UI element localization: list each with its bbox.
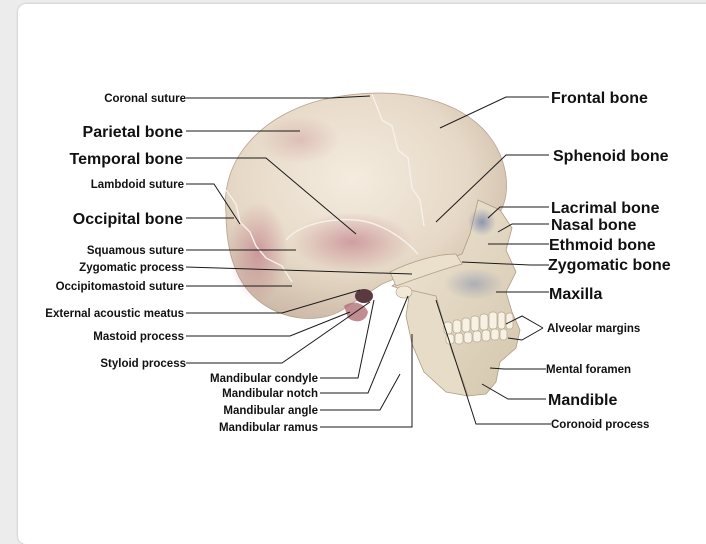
label-coronoid-process: Coronoid process bbox=[551, 419, 649, 431]
parietal-tint bbox=[260, 116, 340, 164]
label-maxilla: Maxilla bbox=[549, 286, 602, 303]
label-squamous-suture: Squamous suture bbox=[87, 245, 184, 257]
label-external-acoustic-meatus: External acoustic meatus bbox=[45, 308, 184, 320]
label-mastoid-process: Mastoid process bbox=[93, 331, 184, 343]
label-ethmoid-bone: Ethmoid bone bbox=[549, 237, 656, 254]
label-mandibular-angle: Mandibular angle bbox=[223, 405, 318, 417]
orbit-shading bbox=[468, 208, 496, 236]
label-occipital-bone: Occipital bone bbox=[73, 211, 183, 228]
occipital-tint bbox=[228, 202, 288, 302]
labels-right: Frontal bone Sphenoid bone Lacrimal bone… bbox=[546, 90, 671, 431]
label-coronal-suture: Coronal suture bbox=[104, 93, 186, 105]
label-alveolar-margins: Alveolar margins bbox=[547, 323, 640, 335]
label-parietal-bone: Parietal bone bbox=[83, 124, 184, 141]
label-mandibular-condyle: Mandibular condyle bbox=[210, 373, 318, 385]
label-sphenoid-bone: Sphenoid bone bbox=[553, 148, 669, 165]
label-mental-foramen: Mental foramen bbox=[546, 364, 631, 376]
label-styloid-process: Styloid process bbox=[100, 358, 186, 370]
label-mandibular-ramus: Mandibular ramus bbox=[219, 422, 318, 434]
label-lambdoid-suture: Lambdoid suture bbox=[91, 179, 184, 191]
label-lacrimal-bone: Lacrimal bone bbox=[551, 200, 660, 217]
label-temporal-bone: Temporal bone bbox=[70, 151, 184, 168]
label-mandible: Mandible bbox=[548, 392, 617, 409]
label-occipitomastoid-suture: Occipitomastoid suture bbox=[56, 281, 184, 293]
skull-illustration bbox=[225, 93, 520, 396]
label-frontal-bone: Frontal bone bbox=[551, 90, 648, 107]
maxilla-shading bbox=[444, 268, 504, 300]
label-nasal-bone: Nasal bone bbox=[551, 217, 636, 234]
label-zygomatic-bone: Zygomatic bone bbox=[548, 257, 671, 274]
temporal-tint bbox=[292, 212, 412, 272]
label-mandibular-notch: Mandibular notch bbox=[222, 388, 318, 400]
condyle-shape bbox=[396, 286, 412, 298]
label-zygomatic-process: Zygomatic process bbox=[79, 262, 184, 274]
